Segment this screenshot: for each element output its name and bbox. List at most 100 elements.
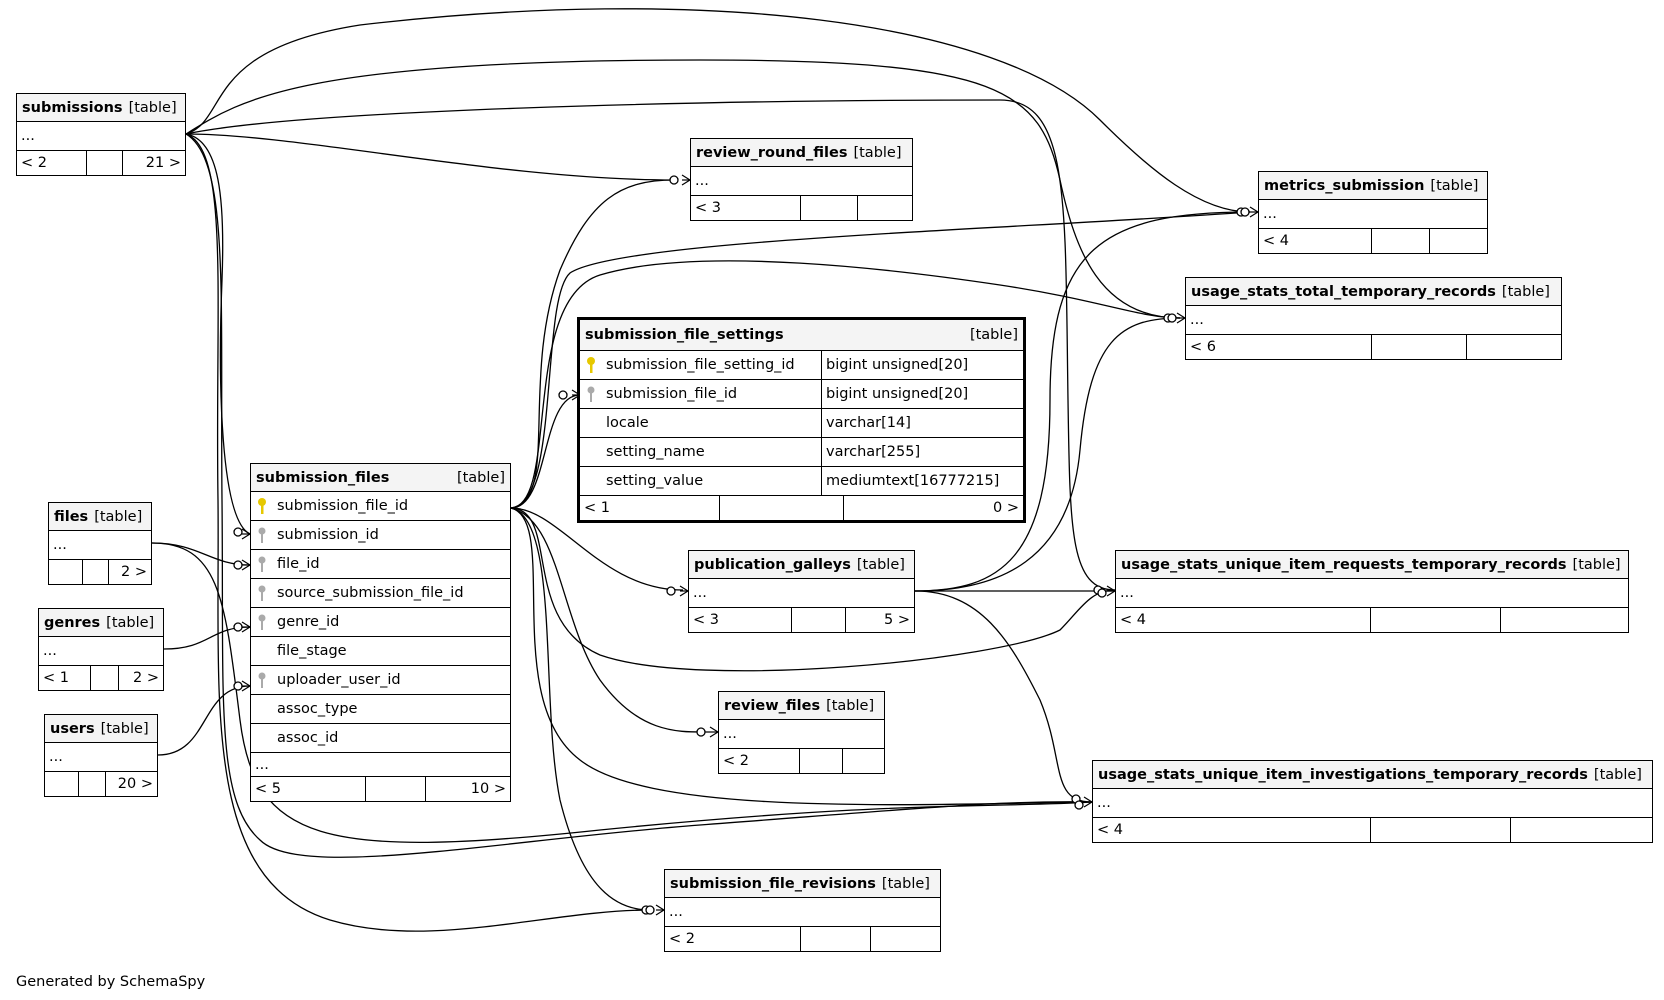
rel-publication-galleys-metrics-submission [914, 211, 1251, 592]
column-name: setting_value [602, 467, 822, 495]
rel-submission-files-file-settings [510, 394, 581, 509]
footer-middle [1371, 608, 1501, 632]
column-name: assoc_type [277, 701, 358, 717]
rel-submissions-unique-item-investigations [185, 133, 1093, 858]
table-usage-stats-total-temporary-records[interactable]: usage_stats_total_temporary_records[tabl… [1185, 277, 1562, 360]
column-row: setting_value mediumtext[16777215] [580, 467, 1023, 496]
foreign-key-icon [251, 550, 273, 578]
column-row: file_stage [251, 637, 510, 666]
column-row: submission_file_id [251, 492, 510, 521]
parents-count: < 3 [691, 196, 801, 220]
parents-count: < 2 [719, 749, 800, 773]
marker-unique-investigations-2 [1074, 800, 1084, 810]
marker-file-revisions-2 [645, 905, 655, 915]
rel-submission-files-unique-item-requests [510, 507, 1116, 672]
column-row: locale varchar[14] [580, 409, 1023, 438]
table-review-files[interactable]: review_files[table] ... < 2 [718, 691, 885, 774]
table-name: submission_file_settings [585, 327, 784, 343]
parents-count: < 4 [1259, 229, 1372, 253]
table-tag: [table] [94, 508, 143, 525]
footer-middle [801, 196, 858, 220]
column-row: submission_id [251, 521, 510, 550]
rel-submissions-unique-item-requests [185, 99, 1116, 591]
column-type: bigint unsigned[20] [826, 386, 969, 402]
ellipsis-row: ... [1097, 795, 1111, 811]
footer-middle [1372, 229, 1430, 253]
table-tag: [table] [1572, 556, 1621, 573]
parents-count: < 2 [665, 927, 801, 951]
marker-file-settings [558, 390, 568, 400]
table-name: submissions [22, 99, 123, 116]
children-count [843, 749, 884, 773]
footer-middle [1371, 818, 1511, 842]
marker-sf-submission-id [233, 527, 243, 537]
table-tag: [table] [106, 614, 155, 631]
table-publication-galleys[interactable]: publication_galleys[table] ... < 3 5 > [688, 550, 915, 633]
parents-count [45, 772, 79, 796]
ellipsis-row: ... [1190, 312, 1204, 328]
column-row: assoc_type [251, 695, 510, 724]
footer-middle [87, 151, 123, 175]
column-type: mediumtext[16777215] [826, 473, 1000, 489]
column-name: setting_name [602, 438, 822, 466]
column-name: source_submission_file_id [277, 585, 464, 601]
table-files[interactable]: files[table] ... 2 > [48, 502, 152, 585]
rel-submissions-file-revisions [185, 133, 651, 932]
marker-usage-stats-total-2 [1167, 313, 1177, 323]
ellipsis-row: ... [21, 128, 35, 144]
table-tag: [table] [1430, 177, 1479, 194]
table-submission-files[interactable]: submission_files[table] submission_file_… [250, 463, 511, 802]
rel-submissions-usage-stats-total [185, 59, 1181, 319]
table-genres[interactable]: genres[table] ... < 1 2 > [38, 608, 164, 691]
column-type: varchar[255] [826, 444, 921, 460]
children-count: 0 > [993, 500, 1019, 516]
children-count: 21 > [145, 155, 181, 171]
rel-files-unique-item-investigations [151, 542, 1093, 844]
marker-review-files [696, 727, 706, 737]
rel-users-submission-files [157, 685, 251, 756]
table-users[interactable]: users[table] ... 20 > [44, 714, 158, 797]
table-tag: [table] [853, 144, 902, 161]
ellipsis-row: ... [1120, 585, 1134, 601]
table-tag: [table] [856, 556, 905, 573]
table-submission-file-revisions[interactable]: submission_file_revisions[table] ... < 2 [664, 869, 941, 952]
table-submission-file-settings[interactable]: submission_file_settings[table] submissi… [577, 317, 1026, 523]
footer-middle [366, 777, 426, 801]
column-row: submission_file_setting_id bigint unsign… [580, 351, 1023, 380]
ellipsis-row: ... [723, 726, 737, 742]
table-tag: [table] [100, 720, 149, 737]
parents-count: < 4 [1116, 608, 1371, 632]
footer-middle [83, 560, 109, 584]
generator-credit: Generated by SchemaSpy [16, 974, 206, 990]
children-count: 2 > [121, 564, 147, 580]
column-name: submission_id [277, 527, 379, 543]
table-review-round-files[interactable]: review_round_files[table] ... < 3 [690, 138, 913, 221]
column-row: file_id [251, 550, 510, 579]
footer-middle [800, 749, 843, 773]
foreign-key-icon [580, 380, 602, 408]
rel-submission-files-metrics-submission [510, 211, 1251, 509]
table-name: usage_stats_unique_item_requests_tempora… [1121, 556, 1567, 573]
table-metrics-submission[interactable]: metrics_submission[table] ... < 4 [1258, 171, 1488, 254]
table-name: usage_stats_unique_item_investigations_t… [1098, 766, 1588, 783]
marker-sf-uploader [233, 681, 243, 691]
foreign-key-icon [251, 521, 273, 549]
table-name: genres [44, 614, 101, 631]
table-name: users [50, 720, 95, 737]
parents-count [49, 560, 83, 584]
rel-submission-files-usage-stats-total [510, 260, 1181, 509]
rel-publication-galleys-unique-item-investigations [914, 590, 1093, 803]
primary-key-icon [580, 351, 602, 379]
column-row: assoc_id [251, 724, 510, 753]
table-tag: [table] [456, 469, 505, 486]
table-submissions[interactable]: submissions[table] ... < 2 21 > [16, 93, 186, 176]
rel-submission-files-publication-galleys [510, 507, 684, 591]
table-usage-stats-unique-item-requests-temporary-records[interactable]: usage_stats_unique_item_requests_tempora… [1115, 550, 1629, 633]
foreign-key-icon [251, 666, 273, 694]
table-usage-stats-unique-item-investigations-temporary-records[interactable]: usage_stats_unique_item_investigations_t… [1092, 760, 1653, 843]
primary-key-icon [251, 492, 273, 520]
parents-count: < 4 [1093, 818, 1371, 842]
footer-middle [720, 496, 844, 520]
rel-submissions-review-round-files [185, 133, 675, 181]
column-name: file_id [277, 556, 320, 572]
